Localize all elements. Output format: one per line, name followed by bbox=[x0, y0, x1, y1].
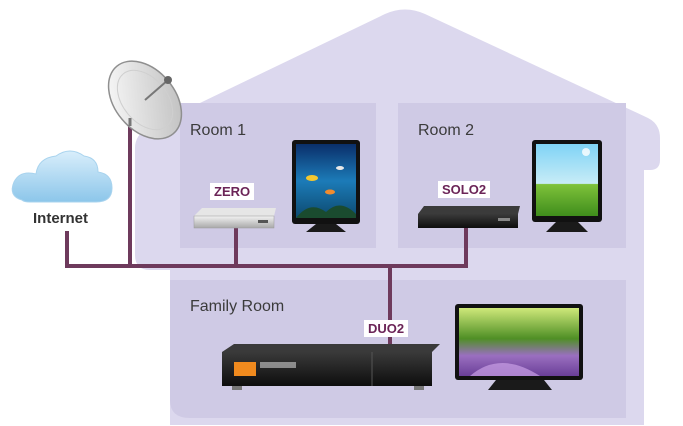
zero-receiver bbox=[193, 208, 276, 229]
duo2-label: DUO2 bbox=[364, 320, 409, 337]
tv-family-room bbox=[455, 304, 583, 390]
internet-label: Internet bbox=[33, 210, 89, 227]
satellite-dish-icon bbox=[107, 60, 183, 140]
duo2-receiver bbox=[222, 344, 440, 390]
cloud-icon bbox=[11, 150, 113, 203]
room-2-title: Room 2 bbox=[418, 122, 475, 139]
family-room-title: Family Room bbox=[190, 298, 285, 315]
solo2-label: SOLO2 bbox=[438, 181, 491, 198]
room-1-title: Room 1 bbox=[190, 122, 247, 139]
network-cabling bbox=[65, 118, 468, 350]
solo2-receiver bbox=[418, 206, 520, 228]
tv-room-2 bbox=[532, 140, 602, 232]
zero-label: ZERO bbox=[210, 183, 255, 200]
tv-room-1 bbox=[292, 140, 360, 232]
